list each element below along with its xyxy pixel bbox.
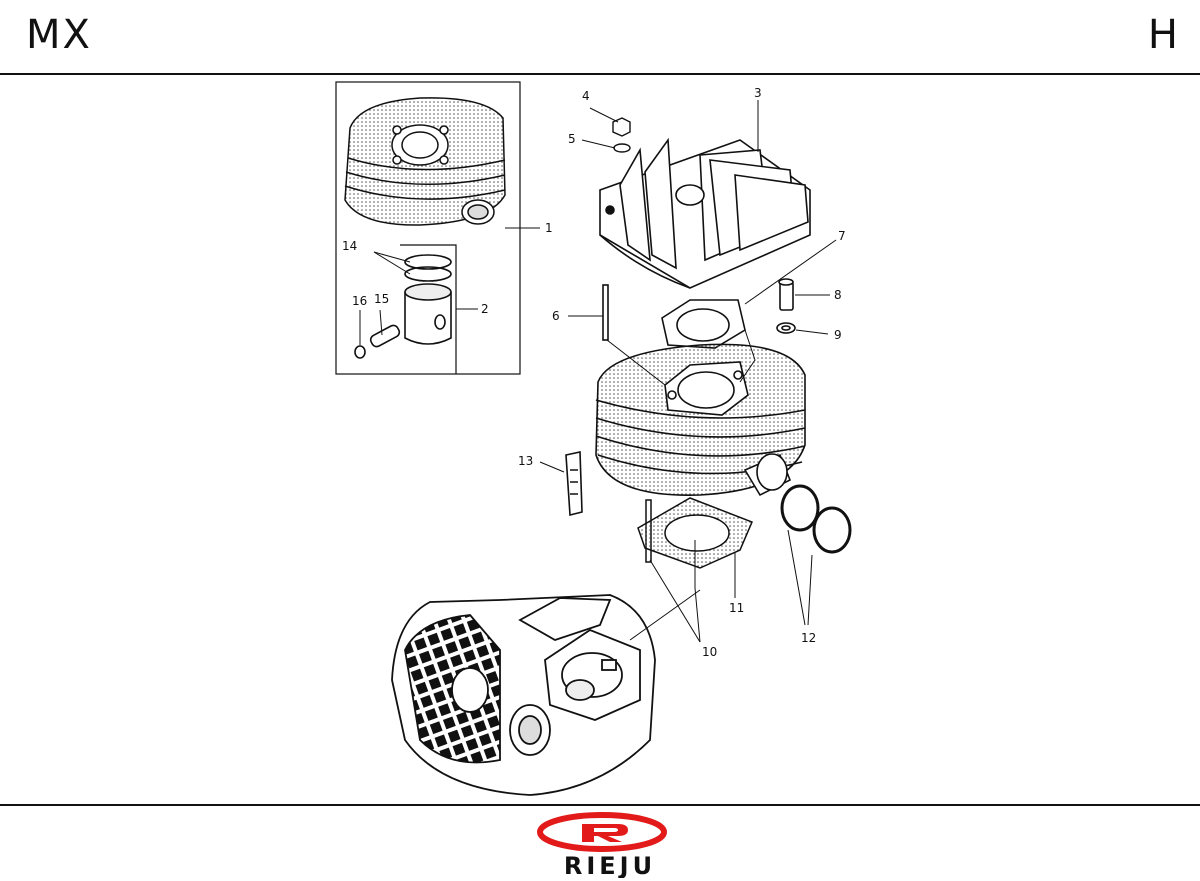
leader-lines: [359, 100, 837, 643]
callout-13: 13: [518, 454, 533, 468]
page-header: MX H: [0, 0, 1200, 74]
callout-16: 16: [352, 294, 367, 308]
callout-7: 7: [838, 229, 846, 243]
reed-valve-drawing: [565, 451, 583, 517]
callout-5: 5: [568, 132, 576, 146]
cylinder-head-drawing: [599, 137, 811, 289]
callout-9: 9: [834, 328, 842, 342]
crankcase-drawing: [391, 594, 656, 796]
model-title: MX: [26, 12, 92, 58]
section-letter: H: [1147, 12, 1178, 58]
rieju-logo: RIEJU: [537, 812, 667, 878]
callout-11: 11: [729, 601, 744, 615]
footer-divider: [0, 804, 1200, 806]
callout-15: 15: [374, 292, 389, 306]
callout-6: 6: [552, 309, 560, 323]
logo-emblem-icon: [537, 812, 667, 852]
header-divider: [0, 73, 1200, 75]
callout-4: 4: [582, 89, 590, 103]
callout-12: 12: [801, 631, 816, 645]
callout-1: 1: [545, 221, 553, 235]
callout-14: 14: [342, 239, 357, 253]
callout-labels: 1 2 3 4 5 6 7 8 9 10 11 12 13 14 15 16: [342, 86, 846, 659]
nut-washer-drawing: [612, 117, 631, 153]
piston-assembly-drawing: [354, 254, 452, 359]
cylinder-drawing: [595, 343, 806, 497]
callout-8: 8: [834, 288, 842, 302]
studs-drawing: [602, 278, 796, 341]
head-gasket-drawing: [661, 299, 746, 349]
kit-cylinder-drawing: [344, 97, 506, 226]
callout-2: 2: [481, 302, 489, 316]
logo-wordmark: RIEJU: [564, 852, 656, 878]
base-gasket-drawing: [637, 497, 753, 569]
callout-10: 10: [702, 645, 717, 659]
callout-3: 3: [754, 86, 762, 100]
intake-rubbers-drawing: [780, 484, 852, 554]
